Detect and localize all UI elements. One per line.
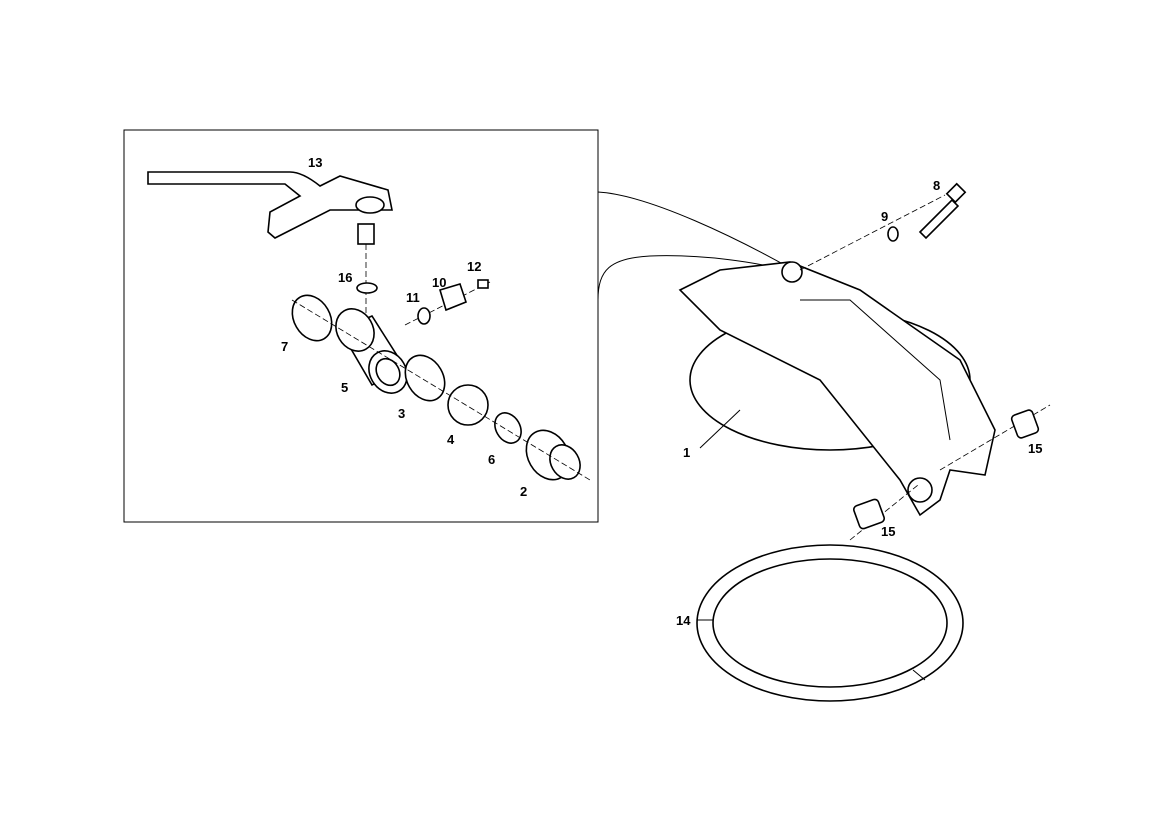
part-13-lever bbox=[147, 171, 393, 245]
inset-leader-top bbox=[597, 191, 791, 269]
part-1-frame bbox=[678, 261, 996, 517]
part-9-washer bbox=[887, 226, 899, 242]
label-6: 6 bbox=[488, 452, 495, 467]
part-10-fitting bbox=[439, 283, 467, 312]
part-8-bolt bbox=[918, 198, 960, 240]
label-16: 16 bbox=[338, 270, 352, 285]
label-2: 2 bbox=[520, 484, 527, 499]
part-4-ball bbox=[447, 384, 489, 426]
part-12-nipple bbox=[477, 279, 489, 289]
label-4: 4 bbox=[447, 432, 455, 447]
label-5: 5 bbox=[341, 380, 348, 395]
label-7: 7 bbox=[281, 339, 288, 354]
label-1: 1 bbox=[683, 445, 690, 460]
detail-inset-frame bbox=[123, 129, 599, 523]
label-8: 8 bbox=[933, 178, 940, 193]
part-16-oring bbox=[356, 282, 378, 294]
part-11-washer bbox=[417, 307, 431, 325]
label-9: 9 bbox=[881, 209, 888, 224]
part-5-housing bbox=[335, 308, 408, 394]
part-14-seal-ring bbox=[696, 544, 964, 702]
label-13: 13 bbox=[308, 155, 322, 170]
part-2-socket bbox=[525, 429, 581, 481]
label-15-right: 15 bbox=[1028, 441, 1042, 456]
label-11: 11 bbox=[406, 290, 420, 305]
part-6-washer bbox=[494, 412, 522, 444]
part-3-ring bbox=[404, 354, 446, 402]
inset-leader-bottom bbox=[597, 255, 791, 301]
label-15-left: 15 bbox=[881, 524, 895, 539]
label-14: 14 bbox=[676, 613, 691, 628]
label-12: 12 bbox=[467, 259, 481, 274]
part-15-bushing-left bbox=[853, 498, 885, 530]
part-15-bushing-right bbox=[1010, 409, 1040, 439]
label-10: 10 bbox=[432, 275, 446, 290]
part-7-ring bbox=[291, 294, 333, 342]
label-3: 3 bbox=[398, 406, 405, 421]
